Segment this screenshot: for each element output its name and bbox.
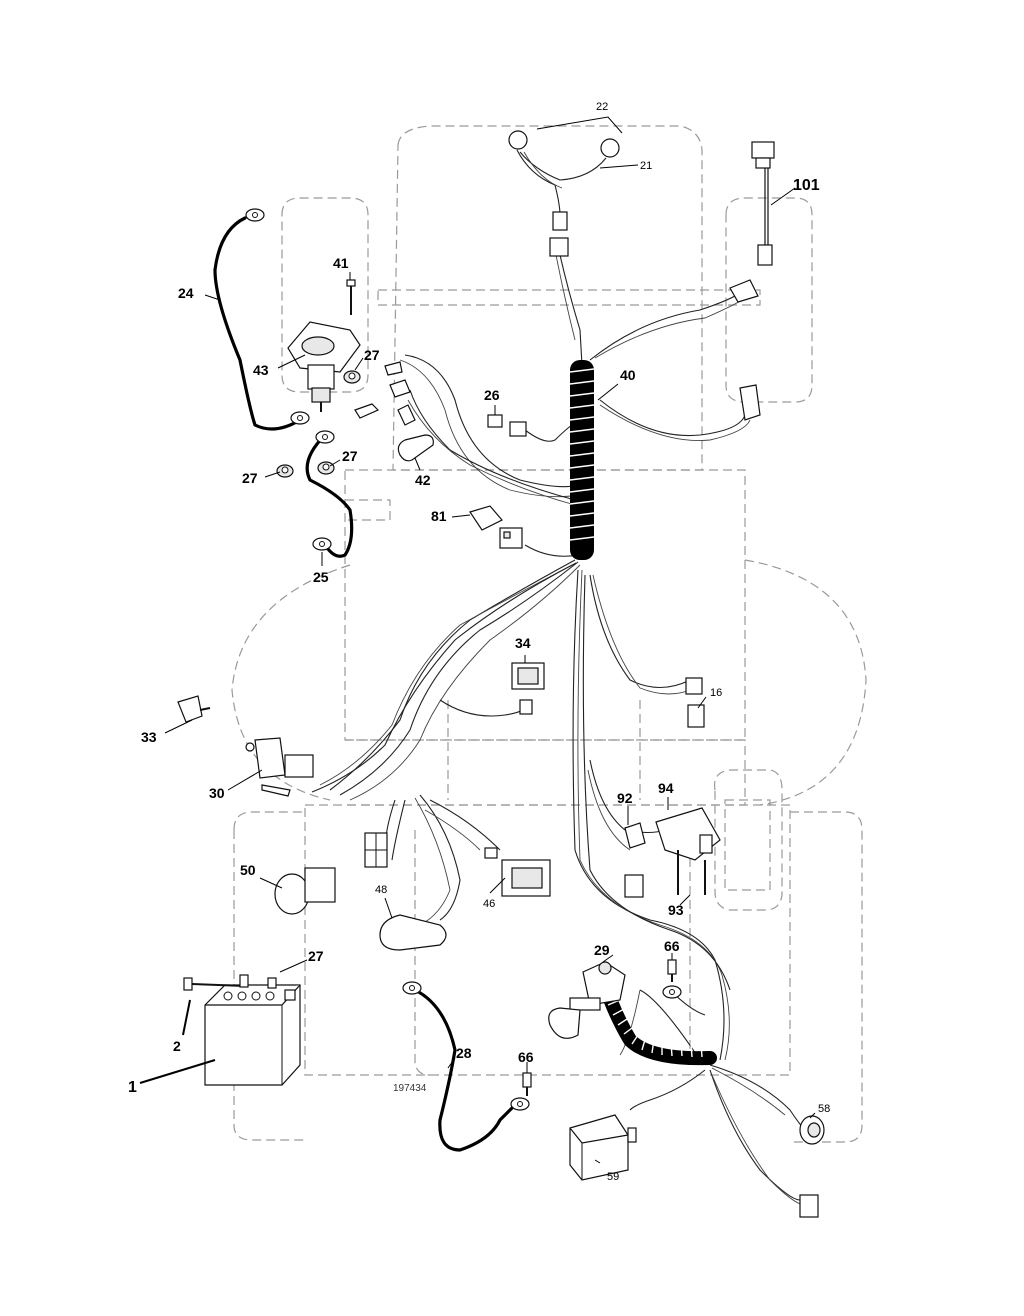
callout-66-top: 66 xyxy=(664,938,680,954)
terminal-boots xyxy=(354,361,434,462)
drawing-number: 197434 xyxy=(393,1083,427,1094)
battery-cable-28 xyxy=(413,988,517,1152)
bracket-94 xyxy=(655,807,721,895)
callout-26: 26 xyxy=(484,387,500,403)
fuse-holder-48 xyxy=(379,914,447,951)
rear-connector xyxy=(799,1194,819,1218)
cables xyxy=(213,216,517,1152)
headlight-sockets-22 xyxy=(508,130,620,257)
callout-66-bottom: 66 xyxy=(518,1049,534,1065)
callout-92: 92 xyxy=(617,790,633,806)
switch-29 xyxy=(548,961,626,1039)
callout-46: 46 xyxy=(483,898,495,910)
relay-81 xyxy=(469,505,523,549)
module-59 xyxy=(569,1114,637,1181)
callout-33: 33 xyxy=(141,729,157,745)
tractor-outline xyxy=(231,125,867,1143)
callout-101: 101 xyxy=(793,177,820,194)
ignition-switch-30 xyxy=(245,737,314,797)
callout-21: 21 xyxy=(640,160,652,172)
callout-22: 22 xyxy=(596,101,608,113)
switch-34 xyxy=(511,662,545,715)
callout-27-battery: 27 xyxy=(308,948,324,964)
callout-27-right: 27 xyxy=(342,448,358,464)
callout-16: 16 xyxy=(710,687,722,699)
callout-2: 2 xyxy=(173,1038,181,1054)
module-46 xyxy=(484,847,551,897)
callout-42: 42 xyxy=(415,472,431,488)
harness-101 xyxy=(751,141,775,266)
leader-lines xyxy=(139,116,816,1164)
callout-34: 34 xyxy=(515,635,531,651)
rear-harness-coil xyxy=(598,978,717,1066)
callout-27-top: 27 xyxy=(364,347,380,363)
front-connectors xyxy=(729,279,761,421)
callout-81: 81 xyxy=(431,508,447,524)
bolts-66 xyxy=(522,959,677,1096)
callout-41: 41 xyxy=(333,255,349,271)
callout-94: 94 xyxy=(658,780,674,796)
switch-50 xyxy=(274,867,336,915)
battery-1 xyxy=(204,984,301,1086)
callout-25: 25 xyxy=(313,569,329,585)
ignition-key-33 xyxy=(177,695,211,723)
callout-59: 59 xyxy=(607,1171,619,1183)
callout-58: 58 xyxy=(818,1103,830,1115)
wire-harness xyxy=(311,149,806,1206)
callout-labels: 1 2 16 21 22 24 25 26 27 27 27 27 28 29 … xyxy=(128,101,830,1183)
callout-93: 93 xyxy=(668,902,684,918)
callout-24: 24 xyxy=(178,285,194,301)
ring-terminals xyxy=(245,208,682,1111)
nuts-27 xyxy=(276,370,361,478)
starter-solenoid-43 xyxy=(287,321,361,412)
callout-50: 50 xyxy=(240,862,256,878)
fuse-26 xyxy=(487,414,527,437)
connector-16 xyxy=(685,677,705,728)
battery-cable-24 xyxy=(213,216,302,431)
harness-coil-40 xyxy=(569,360,595,560)
connector-92 xyxy=(624,822,646,898)
callout-28: 28 xyxy=(456,1045,472,1061)
callout-27-left: 27 xyxy=(242,470,258,486)
callout-30: 30 xyxy=(209,785,225,801)
bolt-41 xyxy=(346,279,356,315)
bolt-2 xyxy=(183,974,277,991)
connector-block xyxy=(364,832,388,868)
callout-1: 1 xyxy=(128,1079,137,1096)
battery-cable-25 xyxy=(305,433,354,558)
plug-58 xyxy=(799,1115,825,1145)
callout-43: 43 xyxy=(253,362,269,378)
callout-48: 48 xyxy=(375,884,387,896)
callout-40: 40 xyxy=(620,367,636,383)
callout-29: 29 xyxy=(594,942,610,958)
